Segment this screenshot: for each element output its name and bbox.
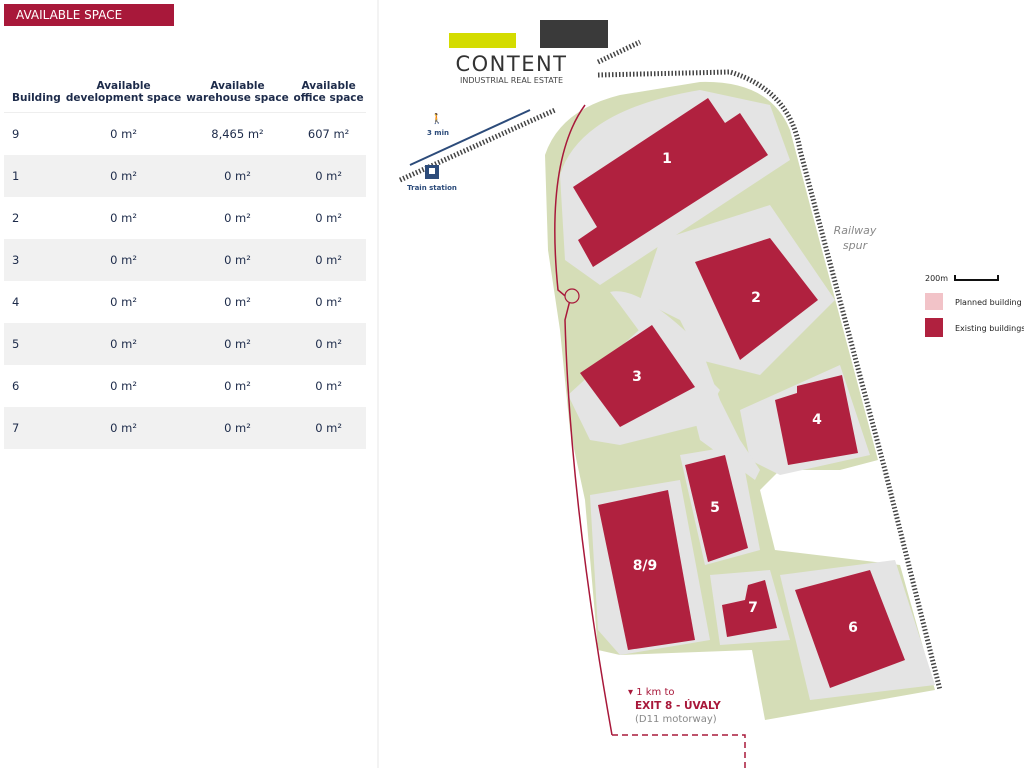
cell-development: 0 m² [110, 379, 137, 393]
cell-warehouse: 0 m² [224, 379, 251, 393]
planned-swatch [925, 293, 943, 310]
building-8-9[interactable] [598, 490, 695, 650]
table-row: 4 0 m² 0 m² 0 m² [4, 281, 366, 323]
content-logo: CONTENT INDUSTRIAL REAL ESTATE [430, 2, 608, 88]
railway-label: Railway [834, 224, 877, 237]
legend-planned: Planned building [955, 298, 1022, 307]
available-space-banner: AVAILABLE SPACE [4, 4, 174, 26]
cell-warehouse: 8,465 m² [211, 127, 264, 141]
walk-icon: 🚶 [431, 112, 443, 125]
cell-building: 4 [12, 295, 20, 309]
cell-warehouse: 0 m² [183, 239, 292, 281]
label-building-6: 6 [848, 620, 858, 636]
label-building-7: 7 [748, 600, 758, 616]
train-station-label: Train station [407, 184, 457, 192]
cell-building: 6 [12, 379, 20, 393]
building-3[interactable] [580, 325, 695, 427]
cell-development: 0 m² [110, 127, 137, 141]
building-7[interactable] [722, 580, 777, 637]
label-building-4: 4 [812, 412, 822, 428]
cell-building: 5 [4, 323, 64, 365]
cell-building: 2 [12, 211, 20, 225]
label-building-1: 1 [662, 151, 672, 167]
building-1[interactable] [573, 98, 768, 267]
cell-office: 0 m² [291, 407, 366, 449]
cell-office: 0 m² [315, 211, 342, 225]
cell-office: 0 m² [315, 295, 342, 309]
cell-building: 7 [4, 407, 64, 449]
table-row: 6 0 m² 0 m² 0 m² [4, 365, 366, 407]
label-building-2: 2 [751, 290, 761, 306]
cell-warehouse: 0 m² [183, 323, 292, 365]
walk-time: 3 min [427, 129, 449, 137]
svg-text:spur: spur [843, 239, 869, 252]
exit-route [612, 734, 746, 768]
exit-name: EXIT 8 - ÚVALY [635, 699, 721, 712]
col-building: Building [4, 68, 64, 113]
cell-office: 607 m² [307, 127, 350, 141]
cell-development: 0 m² [110, 211, 137, 225]
legend: 200m Planned building Existing buildings [925, 274, 1024, 337]
cell-development: 0 m² [63, 155, 184, 197]
exit-motorway: (D11 motorway) [635, 714, 717, 725]
building-2[interactable] [695, 238, 818, 360]
cell-building: 1 [4, 155, 64, 197]
label-building-8-9: 8/9 [633, 558, 658, 574]
scale-bar [954, 275, 999, 281]
label-building-3: 3 [632, 369, 642, 385]
cell-warehouse: 0 m² [224, 211, 251, 225]
table-row: 2 0 m² 0 m² 0 m² [4, 197, 366, 239]
cell-warehouse: 0 m² [183, 155, 292, 197]
building-6[interactable] [795, 570, 905, 688]
cell-office: 0 m² [291, 323, 366, 365]
table-row: 9 0 m² 8,465 m² 607 m² [4, 113, 366, 156]
cell-office: 0 m² [291, 155, 366, 197]
cell-development: 0 m² [63, 239, 184, 281]
exit-distance: ▾ 1 km to [628, 687, 675, 698]
cell-office: 0 m² [291, 239, 366, 281]
legend-existing: Existing buildings [955, 324, 1024, 333]
building-4[interactable] [775, 375, 858, 465]
walking-route [409, 109, 531, 166]
cell-office: 0 m² [315, 379, 342, 393]
cell-building: 3 [4, 239, 64, 281]
building-5[interactable] [685, 455, 748, 562]
existing-swatch [925, 318, 943, 337]
cell-building: 9 [12, 127, 20, 141]
cell-development: 0 m² [110, 295, 137, 309]
buildings [573, 98, 905, 688]
scale-label: 200m [925, 274, 948, 283]
cell-development: 0 m² [63, 407, 184, 449]
label-building-5: 5 [710, 500, 720, 516]
cell-warehouse: 0 m² [183, 407, 292, 449]
cell-development: 0 m² [63, 323, 184, 365]
cell-warehouse: 0 m² [224, 295, 251, 309]
access-road [554, 104, 613, 736]
